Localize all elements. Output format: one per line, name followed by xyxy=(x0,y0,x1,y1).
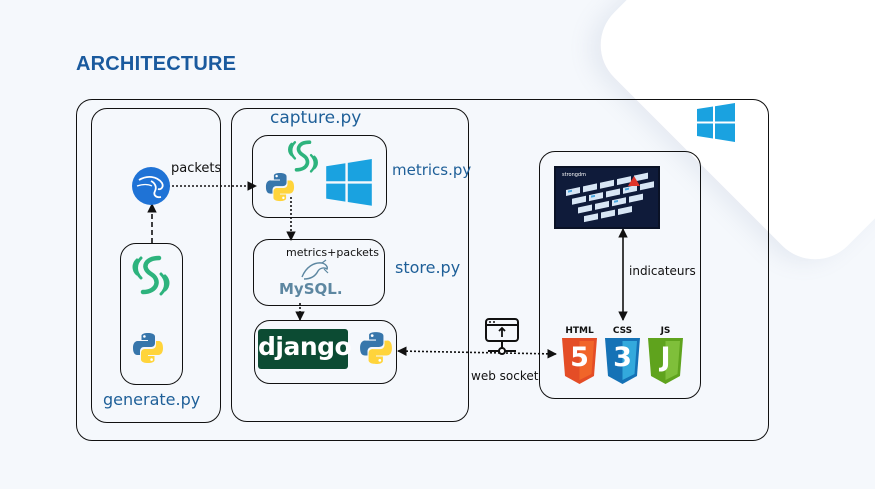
windows-icon xyxy=(697,103,735,142)
grpc-icon xyxy=(288,140,318,173)
packets-label: packets xyxy=(171,161,222,176)
js-icon: JS J xyxy=(647,326,684,384)
python-icon xyxy=(360,332,392,364)
django-icon: django xyxy=(258,329,352,369)
dashboard-icon: strongdm xyxy=(554,166,660,229)
store-box xyxy=(253,239,385,306)
websocket-server-icon xyxy=(485,318,519,355)
metrics-label: metrics.py xyxy=(392,161,472,179)
capture-label: capture.py xyxy=(270,108,362,128)
grpc-icon xyxy=(132,255,170,296)
mysql-dolphin-icon xyxy=(301,259,329,280)
css3-shield xyxy=(605,338,640,384)
python-icon xyxy=(133,333,163,363)
django-logo-text: django xyxy=(258,332,352,361)
store-label: store.py xyxy=(395,258,461,277)
django-box xyxy=(254,320,397,384)
indicateurs-label: indicateurs xyxy=(629,264,696,278)
frontend-box xyxy=(539,151,701,399)
html5-label: HTML xyxy=(565,326,594,336)
outer-system-box xyxy=(76,99,769,441)
server-group-box xyxy=(231,108,469,422)
metrics-packets-label: metrics+packets xyxy=(286,246,379,259)
dashboard-brand: strongdm xyxy=(562,172,586,178)
html5-icon: HTML 5 xyxy=(561,326,598,384)
capture-box xyxy=(252,135,387,218)
websocket-line xyxy=(397,346,557,359)
js-shield xyxy=(648,338,683,384)
dashboard-tiles xyxy=(566,172,654,223)
css3-number: 3 xyxy=(613,342,632,373)
generate-label: generate.py xyxy=(103,390,201,409)
mysql-logo-text: MySQL. xyxy=(279,280,343,298)
css3-label: CSS xyxy=(612,326,633,336)
js-glyph: J xyxy=(660,342,671,373)
html5-shield xyxy=(562,338,597,384)
page-title: ARCHITECTURE xyxy=(76,53,237,75)
web-socket-label: web socket xyxy=(471,369,539,383)
generate-group-box xyxy=(91,108,221,423)
generate-inner-box xyxy=(120,243,183,385)
kali-dragon-icon xyxy=(132,167,170,205)
js-label: JS xyxy=(660,326,671,336)
python-icon xyxy=(265,172,295,202)
windows-icon xyxy=(326,159,372,206)
css3-icon: CSS 3 xyxy=(604,326,641,384)
html5-number: 5 xyxy=(570,342,589,373)
